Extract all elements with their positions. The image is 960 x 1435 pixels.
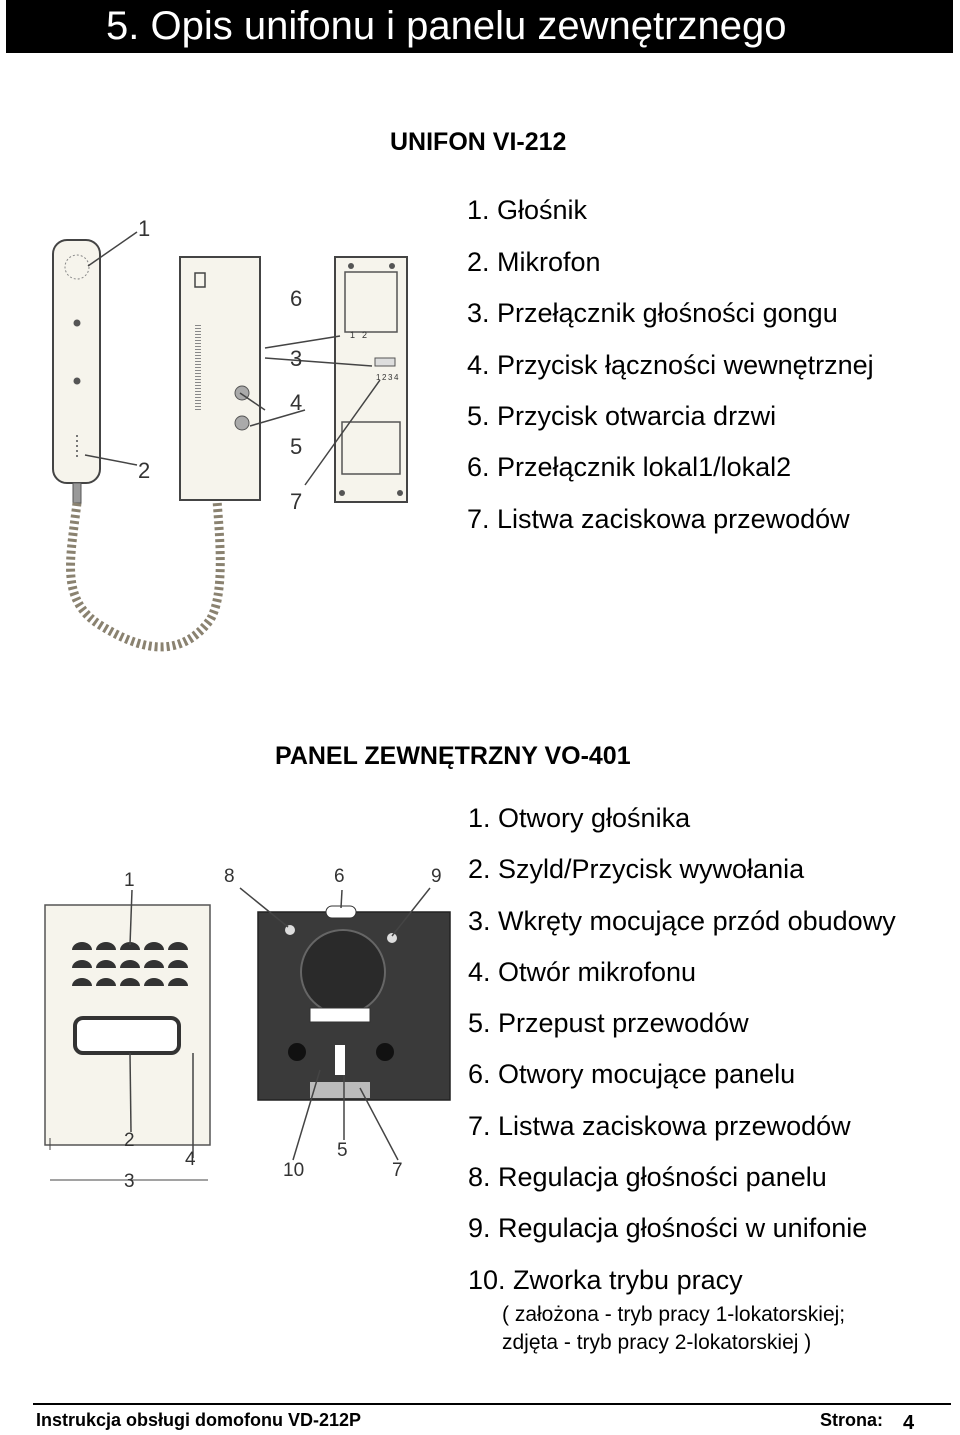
footer-manual-title: Instrukcja obsługi domofonu VD-212P [36,1410,362,1430]
intercom-item-5: 5. Przycisk otwarcia drzwi [467,401,777,431]
panel-item-2: 2. Szyld/Przycisk wywołania [468,854,805,884]
section-header-bar: 5. Opis unifonu i panelu zewnętrznego [6,0,953,53]
callout-4: 4 [290,390,302,415]
intercom-item-6: 6. Przełącznik lokal1/lokal2 [467,452,792,482]
callout-1: 1 [138,216,150,241]
jumper-note-line-1: ( założona - tryb pracy 1-lokatorskiej; [502,1303,846,1326]
intercom-heading: UNIFON VI-212 [390,128,567,156]
section-title: 5. Opis unifonu i panelu zewnętrznego [106,4,787,48]
terminal-label-4: 4 [394,373,399,382]
base-unit [179,256,261,501]
callout-5: 5 [290,434,302,459]
panel-item-7: 7. Listwa zaciskowa przewodów [468,1111,851,1141]
terminal-label-2: 2 [382,373,387,382]
footer-divider [33,1403,951,1405]
panel-callout-5: 5 [337,1140,348,1161]
terminal-label-1: 1 [376,373,381,382]
footer-page-number: 4 [903,1412,915,1434]
switch-label-2: 2 [362,330,367,340]
intercom-item-4: 4. Przycisk łączności wewnętrznej [467,350,874,380]
handset-screw-icon [73,377,81,385]
panel-item-4: 4. Otwór mikrofonu [468,957,697,987]
rear-terminal-block [309,1007,371,1023]
terminal-label-3: 3 [388,373,393,382]
callout-3: 3 [290,346,302,371]
intercom-illustration: 1 2 1 2 3 4 1 2 6 3 4 5 7 [52,216,408,652]
panel-item-6: 6. Otwory mocujące panelu [468,1059,796,1089]
panel-item-3: 3. Wkręty mocujące przód obudowy [468,906,896,936]
back-plate [334,256,408,503]
panel-item-9: 9. Regulacja głośności w unifonie [468,1213,868,1243]
panel-callout-8: 8 [224,866,235,887]
panel-heading: PANEL ZEWNĘTRZNY VO-401 [275,742,631,770]
panel-callout-4: 4 [185,1149,196,1170]
intercom-item-3: 3. Przełącznik głośności gongu [467,298,838,328]
name-plate-button [73,1016,181,1055]
panel-illustration: 1 8 6 9 2 4 3 10 5 7 [44,866,451,1192]
intercom-item-2: 2. Mikrofon [467,247,601,277]
intercom-item-1: 1. Głośnik [467,195,588,225]
panel-item-8: 8. Regulacja głośności panelu [468,1162,827,1192]
panel-item-10: 10. Zworka trybu pracy [468,1265,743,1295]
jumper-note-line-2: zdjęta - tryb pracy 2-lokatorskiej ) [502,1331,812,1354]
intercom-item-7: 7. Listwa zaciskowa przewodów [467,504,850,534]
panel-callout-6: 6 [334,866,345,887]
panel-callout-2: 2 [124,1130,135,1151]
switch-label-1: 1 [350,330,355,340]
door-open-button-icon [234,415,250,431]
panel-callout-7: 7 [392,1160,403,1181]
panel-callout-10: 10 [283,1160,304,1181]
callout-6: 6 [290,286,302,311]
rear-speaker-icon [300,929,386,1015]
panel-callout-9: 9 [431,866,442,887]
speaker-holes-icon [72,942,188,986]
panel-callout-3: 3 [124,1171,135,1192]
panel-item-5: 5. Przepust przewodów [468,1008,749,1038]
callout-7: 7 [290,489,302,514]
handset-screw-icon [73,319,81,327]
panel-callout-1: 1 [124,870,135,891]
footer-page-label: Strona: [820,1410,883,1430]
speaker-grille-icon [64,254,90,280]
panel-item-1: 1. Otwory głośnika [468,803,691,833]
callout-2: 2 [138,458,150,483]
coiled-cord [66,499,225,652]
